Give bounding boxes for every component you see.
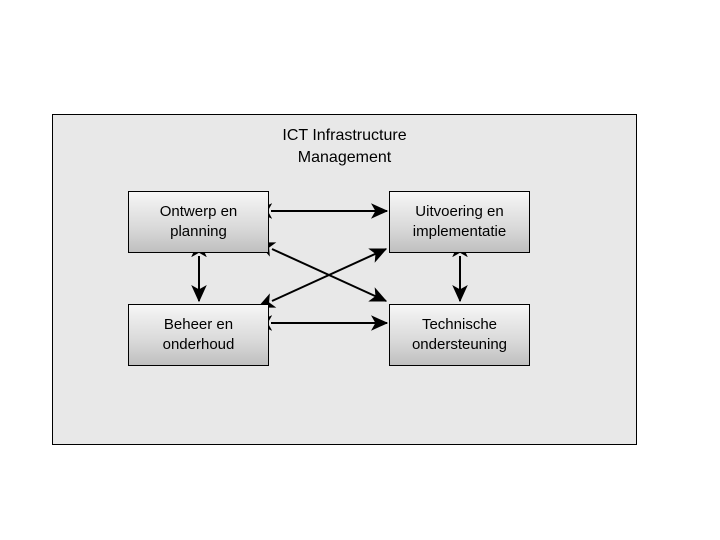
diagram-title-line-2: Management [297, 149, 392, 166]
process-box-label: Technische ondersteuning [408, 315, 511, 355]
process-box-label-line-2: planning [170, 223, 227, 240]
process-box-technische-ondersteuning[interactable]: Technische ondersteuning [389, 304, 530, 366]
process-box-label: Beheer en onderhoud [159, 315, 239, 355]
process-box-label-line-1: Technische [421, 316, 498, 333]
process-box-uitvoering-en-implementatie[interactable]: Uitvoering en implementatie [389, 191, 530, 253]
process-box-label-line-1: Beheer en [163, 316, 234, 333]
process-box-label-line-1: Uitvoering en [415, 203, 504, 220]
process-box-label-line-1: Ontwerp en [159, 203, 238, 220]
diagram-frame: ICT Infrastructure Management [52, 114, 637, 445]
process-box-label-line-2: implementatie [412, 223, 507, 240]
connector-diagonal-up-right [257, 248, 388, 308]
diagram-title-line-1: ICT Infrastructure [282, 127, 407, 144]
diagram-title: ICT Infrastructure Management [53, 125, 636, 169]
process-box-label: Ontwerp en planning [156, 202, 242, 242]
process-box-label-line-2: onderhoud [162, 336, 235, 353]
process-box-label-line-2: ondersteuning [411, 336, 508, 353]
connector-diagonal-down-right [257, 242, 388, 302]
process-box-ontwerp-en-planning[interactable]: Ontwerp en planning [128, 191, 269, 253]
process-box-label: Uitvoering en implementatie [409, 202, 510, 242]
process-box-beheer-en-onderhoud[interactable]: Beheer en onderhoud [128, 304, 269, 366]
